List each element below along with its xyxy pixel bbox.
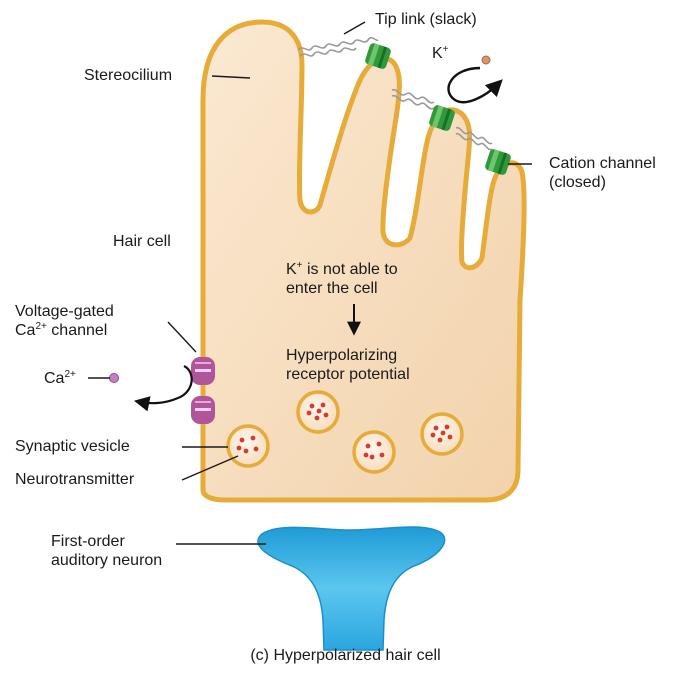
tip-link-label: Tip link (slack) — [375, 10, 477, 29]
hyperpolarizing-text: Hyperpolarizing receptor potential — [286, 346, 410, 384]
k-ion-label: K+ — [432, 44, 449, 63]
synaptic-vesicle-label: Synaptic vesicle — [15, 437, 130, 456]
figure-caption: (c) Hyperpolarized hair cell — [0, 646, 691, 665]
stereocilium-label: Stereocilium — [84, 66, 172, 85]
ca-ion-label: Ca2+ — [44, 369, 76, 388]
k-blocked-text: K+ is not able to enter the cell — [286, 260, 398, 298]
auditory-neuron-label: First-order auditory neuron — [51, 532, 162, 570]
cation-channel-label: Cation channel (closed) — [549, 154, 656, 192]
voltage-gated-channel-label: Voltage-gated Ca2+ channel — [15, 302, 114, 340]
neurotransmitter-label: Neurotransmitter — [15, 470, 134, 489]
hair-cell-label: Hair cell — [113, 232, 171, 251]
